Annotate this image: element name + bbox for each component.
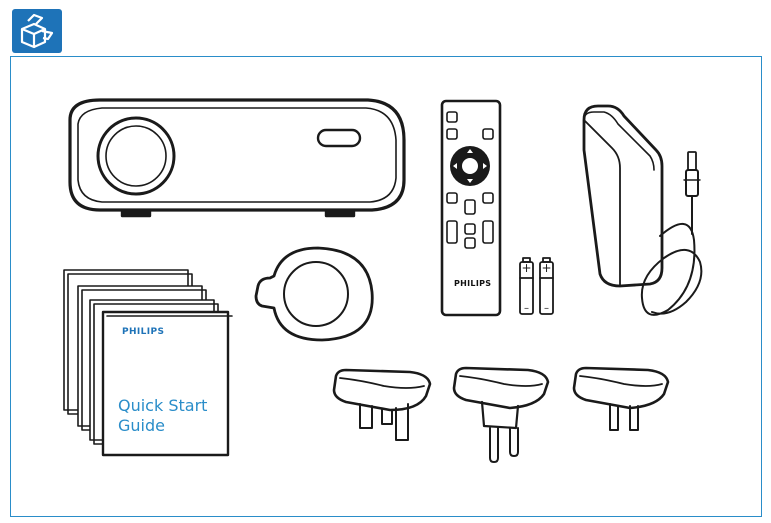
battery-minus-1: – <box>524 303 529 314</box>
battery-plus-2: + <box>541 261 551 275</box>
battery-minus-2: – <box>544 303 549 314</box>
battery-icon <box>519 257 554 315</box>
package-contents-icon <box>12 9 62 53</box>
guide-title-line2: Guide <box>118 416 165 435</box>
battery-plus-1: + <box>521 261 531 275</box>
guide-brand-label: PHILIPS <box>122 327 165 337</box>
lens-cap-icon <box>254 246 374 342</box>
remote-brand-label: PHILIPS <box>454 279 492 288</box>
eu-plug-icon <box>452 366 550 463</box>
manual-booklet-icon <box>63 269 233 457</box>
power-adapter-icon <box>582 104 703 316</box>
guide-title-line1: Quick Start <box>118 396 208 415</box>
remote-control-icon <box>440 99 502 317</box>
guide-title: Quick Start Guide <box>118 396 207 436</box>
us-plug-icon <box>572 366 670 431</box>
contents-frame <box>10 56 762 517</box>
projector-icon <box>68 98 406 218</box>
uk-plug-icon <box>332 368 432 441</box>
